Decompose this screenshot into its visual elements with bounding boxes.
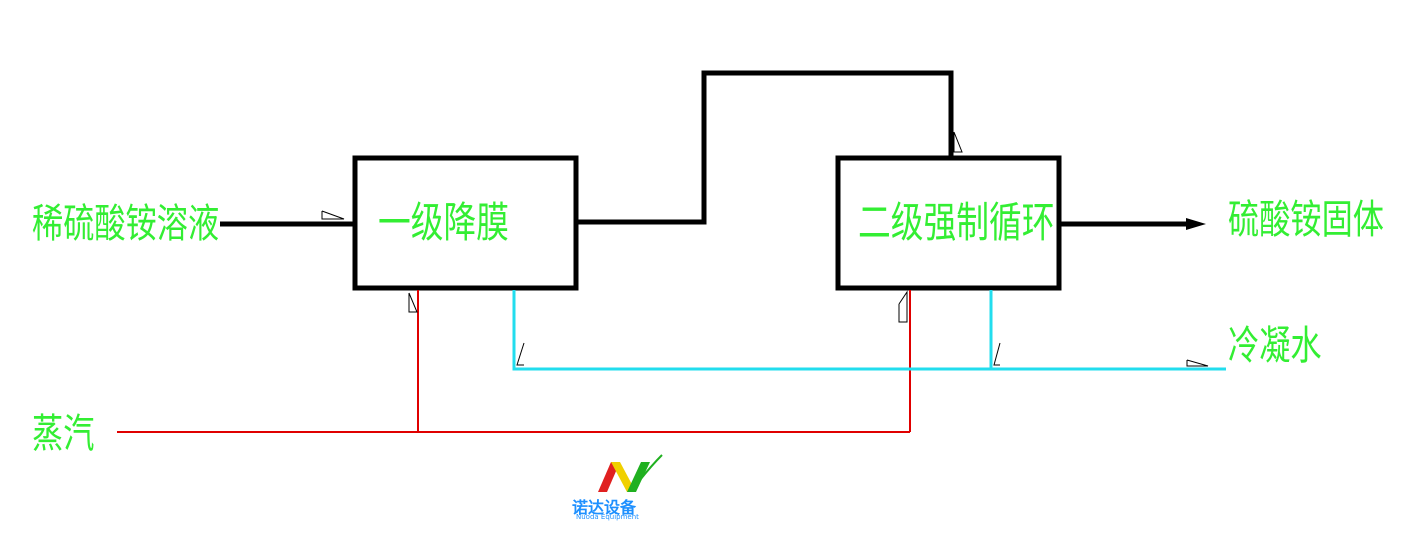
logo-red-stroke xyxy=(598,462,620,492)
company-logo-mark xyxy=(598,454,663,492)
stage1-steam-marker xyxy=(408,292,418,313)
feed-flow-marker xyxy=(321,210,345,220)
product-label: 硫酸铵固体 xyxy=(1228,197,1384,243)
condensate-from-stage1 xyxy=(512,290,1226,371)
stage1-condensate-marker xyxy=(516,342,525,366)
stage1-box xyxy=(352,155,579,291)
stage2-box xyxy=(835,155,1062,291)
product-arrowhead xyxy=(1186,218,1206,230)
condensate-label: 冷凝水 xyxy=(1228,323,1322,369)
condensate-lines xyxy=(512,290,1226,371)
flow-markers xyxy=(321,131,1209,367)
steam-label: 蒸汽 xyxy=(32,411,95,457)
condensate-outlet-marker xyxy=(1186,359,1209,367)
feed-label: 稀硫酸铵溶液 xyxy=(32,201,220,247)
transfer-flow-marker xyxy=(953,131,963,153)
stage1-label: 一级降膜 xyxy=(378,198,510,247)
logo-yellow-stroke xyxy=(611,462,636,492)
logo-green-stroke xyxy=(627,462,650,492)
stage2-steam-marker xyxy=(898,290,908,323)
stage2-condensate-marker xyxy=(993,342,1001,366)
transfer-line xyxy=(577,70,954,225)
process-flow-lines xyxy=(220,70,1188,227)
stage2-label: 二级强制循环 xyxy=(858,198,1055,247)
logo-subtext: Nuoda Equipment xyxy=(576,513,639,521)
steam-lines xyxy=(117,290,911,433)
logo-leaf-sprig xyxy=(639,454,663,481)
logo-text: 诺达设备 xyxy=(572,498,637,517)
